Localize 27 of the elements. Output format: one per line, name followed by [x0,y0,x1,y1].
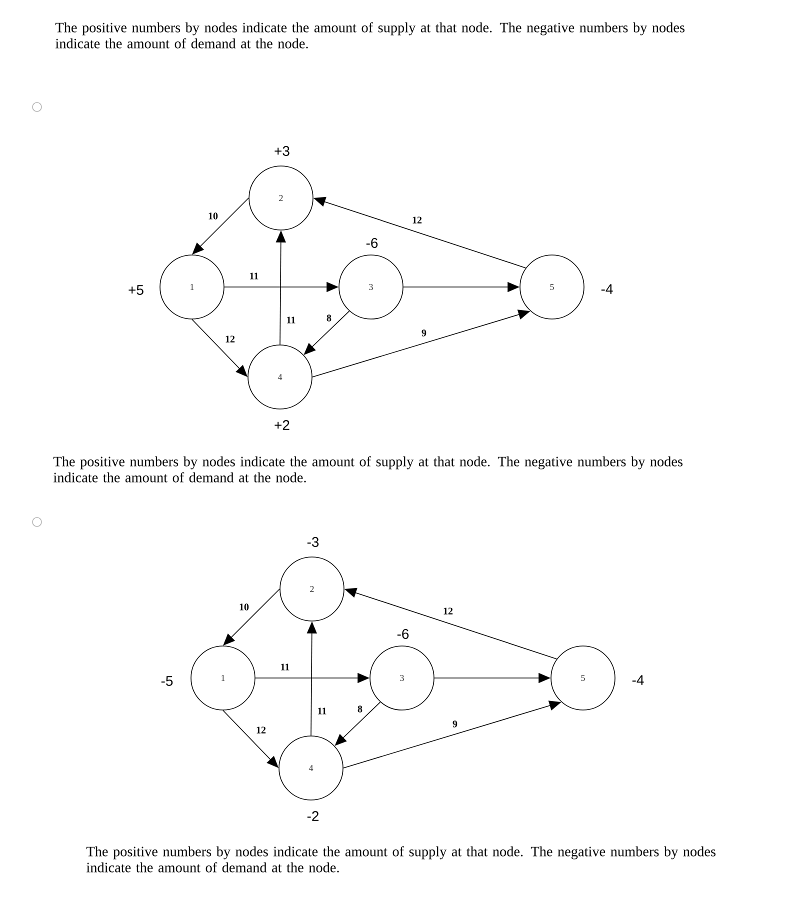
instruction-text: The positive numbers by nodes indicate the amount of supply at that node. The negative numbers by nodes indicate the amount of demand at the node. [53,456,682,482]
edge-label: 11 [279,662,291,672]
edge-label: 8 [356,704,364,714]
value-label: -3 [307,537,319,547]
value-label: -6 [366,238,378,248]
value-label: +3 [274,146,290,156]
instruction-text: The positive numbers by nodes indicate the amount of supply at that node. The negative numbers by nodes indicate the amount of demand at the node. [55,22,684,48]
value-label: +5 [128,285,144,295]
value-label: -4 [601,284,613,294]
edge-label: 12 [255,726,267,734]
edge-label: 11 [316,706,328,716]
instruction-text: The positive numbers by nodes indicate the amount of supply at that node. The negative numbers by nodes indicate the amount of demand at the node. [86,846,716,872]
edge-label: 10 [238,602,250,612]
edge-label: 10 [207,212,219,220]
edge-label: 12 [442,606,454,616]
edge-label: 12 [411,216,423,224]
edge-label: 9 [452,720,458,728]
edge-label: 11 [248,272,260,280]
edge-label: 11 [285,316,297,324]
edge-label: 12 [224,334,236,344]
value-label: -4 [632,675,644,685]
edge-label: 9 [420,328,428,338]
value-label: -2 [307,811,319,821]
edge-label: 8 [326,314,332,322]
value-label: +2 [274,420,290,430]
value-label: -5 [161,676,173,686]
value-label: -6 [397,629,409,639]
